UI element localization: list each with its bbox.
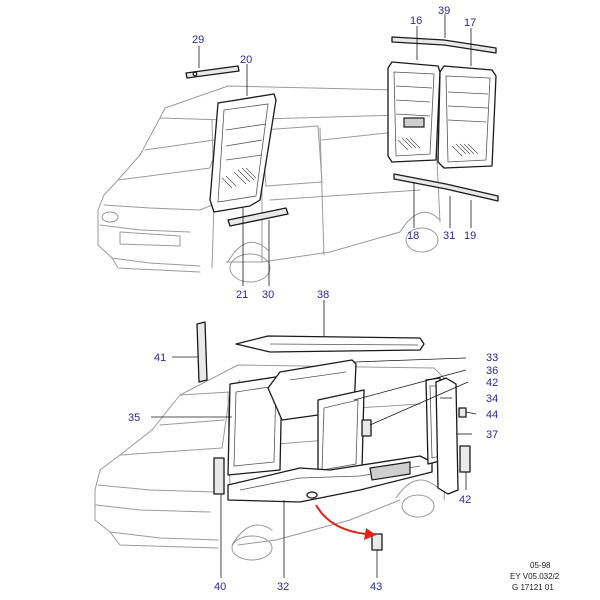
callout-18: 18 xyxy=(407,230,419,242)
part-30-door-sill xyxy=(227,207,289,227)
callout-31: 31 xyxy=(443,230,455,242)
callout-42-lower: 42 xyxy=(459,494,471,506)
callout-19: 19 xyxy=(464,230,476,242)
callout-30: 30 xyxy=(262,289,274,301)
part-37-rear-side-strip xyxy=(435,377,459,495)
callout-35: 35 xyxy=(128,412,140,424)
part-42-lamp-lower xyxy=(459,445,471,473)
part-18-rear-lower-strip xyxy=(393,173,499,202)
reference-block: 05-98 EY V05.032/2 G 17121 01 xyxy=(510,560,559,593)
part-29-trim-strip xyxy=(185,65,240,79)
part-44-clip xyxy=(458,407,467,418)
part-floor-covering xyxy=(227,455,433,503)
callout-21: 21 xyxy=(236,289,248,301)
part-41-pillar-trim xyxy=(196,321,208,383)
part-36-pillar-panel xyxy=(317,389,365,479)
callout-17: 17 xyxy=(464,17,476,29)
reference-code: EY V05.032/2 xyxy=(510,572,560,581)
callout-36: 36 xyxy=(486,365,498,377)
reference-figure: G 17121 01 xyxy=(512,583,554,592)
callout-29: 29 xyxy=(192,34,204,46)
callout-numbers: 29 20 16 39 17 18 31 19 21 30 38 41 33 3… xyxy=(128,5,498,593)
part-20-side-door-panel xyxy=(209,93,277,213)
callout-34: 34 xyxy=(486,393,498,405)
callout-16: 16 xyxy=(410,15,422,27)
callout-41: 41 xyxy=(154,352,166,364)
part-39-rear-top-strip xyxy=(391,36,497,54)
callout-32: 32 xyxy=(277,581,289,593)
callout-42-upper: 42 xyxy=(486,377,498,389)
callout-20: 20 xyxy=(240,54,252,66)
van-outline-top xyxy=(97,85,441,283)
part-42-lamp-upper xyxy=(361,419,372,437)
reference-date: 05-98 xyxy=(530,561,551,570)
callout-33: 33 xyxy=(486,352,498,364)
callout-38: 38 xyxy=(317,289,329,301)
callout-37: 37 xyxy=(486,429,498,441)
callout-40: 40 xyxy=(214,581,226,593)
part-38-roof-liner xyxy=(235,335,425,353)
callout-44: 44 xyxy=(486,409,498,421)
callout-39: 39 xyxy=(438,5,450,17)
leader-lines xyxy=(151,14,477,578)
callout-43: 43 xyxy=(370,581,382,593)
part-17-rear-door-right xyxy=(437,65,497,169)
part-43-plug xyxy=(371,533,383,551)
part-40-step-trim xyxy=(213,457,225,495)
red-arrow xyxy=(315,504,376,540)
part-35-partition-panel xyxy=(227,375,283,476)
part-16-rear-door-left xyxy=(387,61,441,163)
